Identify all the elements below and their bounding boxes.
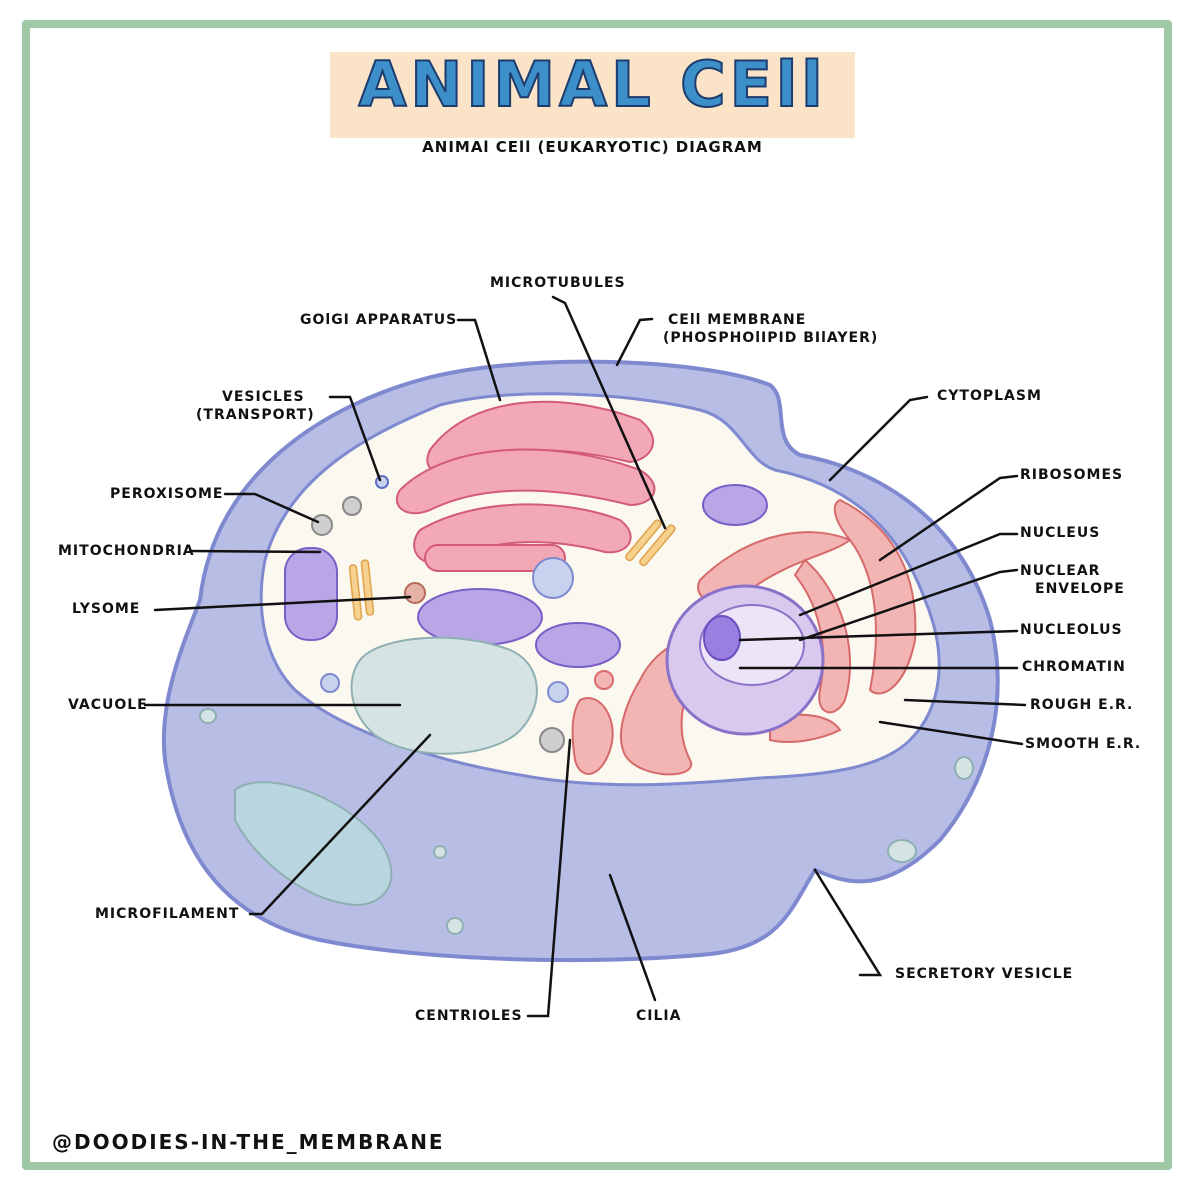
golgi-apparatus-shape: [395, 400, 656, 572]
label-smooth-er: SMOOTH E.R.: [1025, 736, 1142, 752]
label-nucleus: NUCLEUS: [1020, 525, 1101, 541]
label-vesicles: VESICLES: [222, 389, 305, 405]
label-cytoplasm: CYTOPLASM: [937, 388, 1042, 404]
page-title: ANIMAL CEll: [357, 47, 827, 122]
label-secretory-vesicle: SECRETORY VESICLE: [895, 966, 1074, 982]
label-cell-membrane: CEll MEMBRANE: [668, 312, 807, 328]
leader-lines: [143, 295, 1027, 1018]
label-ribosomes: RIBOSOMES: [1020, 467, 1124, 483]
label-centrioles: CENTRIOLES: [415, 1008, 523, 1024]
nucleus-shape: [665, 584, 825, 736]
label-vacuole: VACUOLE: [68, 697, 148, 713]
small-organelles: [311, 475, 614, 753]
label-rough-er: ROUGH E.R.: [1030, 697, 1134, 713]
label-golgi-apparatus: GOlGI APPARATUS: [300, 312, 458, 328]
label-vesicles-sub: (TRANSPORT): [196, 407, 315, 423]
label-nuclear-envelope-sub: ENVELOPE: [1035, 581, 1125, 597]
label-nucleolus: NUCLEOLUS: [1020, 622, 1123, 638]
label-cilia: CILIA: [636, 1008, 682, 1024]
label-chromatin: CHROMATIN: [1022, 659, 1126, 675]
label-cell-membrane-sub: (PHOSPHOlIPID BIlAYER): [663, 330, 879, 346]
title-highlight: [330, 52, 855, 138]
page-subtitle: ANIMAl CEll (EUKARYOTIC) DIAGRAM: [422, 138, 763, 156]
label-nuclear-envelope: NUCLEAR: [1020, 563, 1101, 579]
label-lysome: LYSOME: [72, 601, 141, 617]
label-peroxisome: PEROXISOME: [110, 486, 224, 502]
label-microtubules: MICROTUBULES: [490, 275, 626, 291]
membrane-pockets: [199, 708, 974, 935]
label-microfilament: MICROFILAMENT: [95, 906, 240, 922]
green-frame: [22, 20, 1172, 1170]
mitochondria-shapes: [284, 484, 768, 668]
centrioles-shapes: [348, 519, 676, 621]
credit-handle: @DOODIES-IN-THE_MEMBRANE: [52, 1130, 445, 1154]
label-mitochondria: MITOCHONDRIA: [58, 543, 195, 559]
vacuole-shape: [350, 636, 538, 755]
